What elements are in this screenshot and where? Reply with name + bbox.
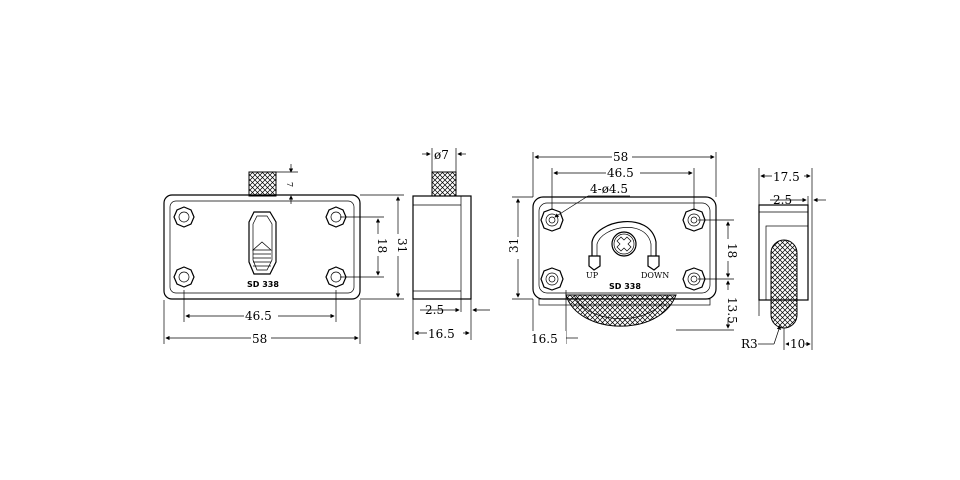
front-body-outline xyxy=(163,194,361,300)
back-dim-hole-vertical: 18 xyxy=(698,219,739,280)
front-view: SD 338 7 18 31 xyxy=(163,164,409,346)
svg-text:58: 58 xyxy=(613,150,628,164)
svg-text:7: 7 xyxy=(285,182,294,187)
svg-text:16.5: 16.5 xyxy=(531,332,558,346)
svg-text:18: 18 xyxy=(375,238,389,253)
side-dim-knob-diameter: ø7 xyxy=(422,148,466,172)
end-dim-wheel-width: 10 xyxy=(783,300,813,351)
back-body-inner xyxy=(538,202,711,294)
svg-text:16.5: 16.5 xyxy=(428,327,455,341)
front-dim-width: 58 xyxy=(163,300,361,346)
end-wheel xyxy=(770,239,798,329)
svg-text:R3: R3 xyxy=(741,337,758,351)
back-view: UP DOWN SD 338 58 46.5 4-ø4.5 xyxy=(507,150,739,346)
front-slider xyxy=(248,211,277,275)
back-dim-wheel-offset: 13.5 xyxy=(676,280,739,331)
back-hole-tl xyxy=(540,208,564,232)
front-model-label: SD 338 xyxy=(247,280,279,289)
svg-text:18: 18 xyxy=(725,243,739,258)
front-dim-hole-horizontal: 46.5 xyxy=(183,290,337,323)
back-hole-callout: 4-ø4.5 xyxy=(554,182,630,218)
back-screw-icon xyxy=(611,231,637,257)
back-wheel xyxy=(565,294,677,327)
end-dim-depth: 17.5 xyxy=(758,168,813,205)
svg-text:2.5: 2.5 xyxy=(773,193,792,207)
front-dim-knob: 7 xyxy=(276,164,298,204)
back-label-up: UP xyxy=(586,271,599,280)
side-dim-plate: 2.5 xyxy=(420,303,490,317)
side-body xyxy=(412,195,472,300)
back-dim-width: 58 xyxy=(532,150,717,197)
front-hole-bl xyxy=(173,266,195,288)
svg-text:13.5: 13.5 xyxy=(725,297,739,324)
svg-text:46.5: 46.5 xyxy=(245,309,272,323)
front-body-inner xyxy=(169,200,355,294)
front-knob xyxy=(248,171,277,197)
svg-text:17.5: 17.5 xyxy=(773,170,800,184)
side-dim-depth: 16.5 xyxy=(414,326,470,341)
svg-text:4-ø4.5: 4-ø4.5 xyxy=(590,182,628,196)
end-view: 17.5 2.5 R3 10 xyxy=(741,168,826,351)
svg-text:10: 10 xyxy=(790,337,805,351)
side-view: ø7 2.5 16.5 xyxy=(412,148,490,341)
svg-text:58: 58 xyxy=(252,332,267,346)
back-hole-bl xyxy=(540,267,564,291)
front-dim-hole-vertical: 18 xyxy=(340,216,389,278)
front-hole-tl xyxy=(173,206,195,228)
back-spring xyxy=(588,220,660,271)
svg-text:31: 31 xyxy=(507,238,521,253)
svg-text:ø7: ø7 xyxy=(434,148,449,162)
svg-text:46.5: 46.5 xyxy=(607,166,634,180)
end-dim-plate: 2.5 xyxy=(770,193,826,207)
side-knob xyxy=(431,171,457,197)
svg-text:2.5: 2.5 xyxy=(425,303,444,317)
back-dim-height: 31 xyxy=(507,196,533,300)
front-dim-height: 31 xyxy=(360,194,409,300)
svg-text:31: 31 xyxy=(395,238,409,253)
end-dim-radius: R3 xyxy=(741,325,781,351)
back-dim-hole-horizontal: 46.5 xyxy=(551,166,695,210)
back-model-label: SD 338 xyxy=(609,282,641,291)
back-dim-wheel-left: 16.5 xyxy=(530,290,578,346)
back-label-down: DOWN xyxy=(641,271,669,280)
